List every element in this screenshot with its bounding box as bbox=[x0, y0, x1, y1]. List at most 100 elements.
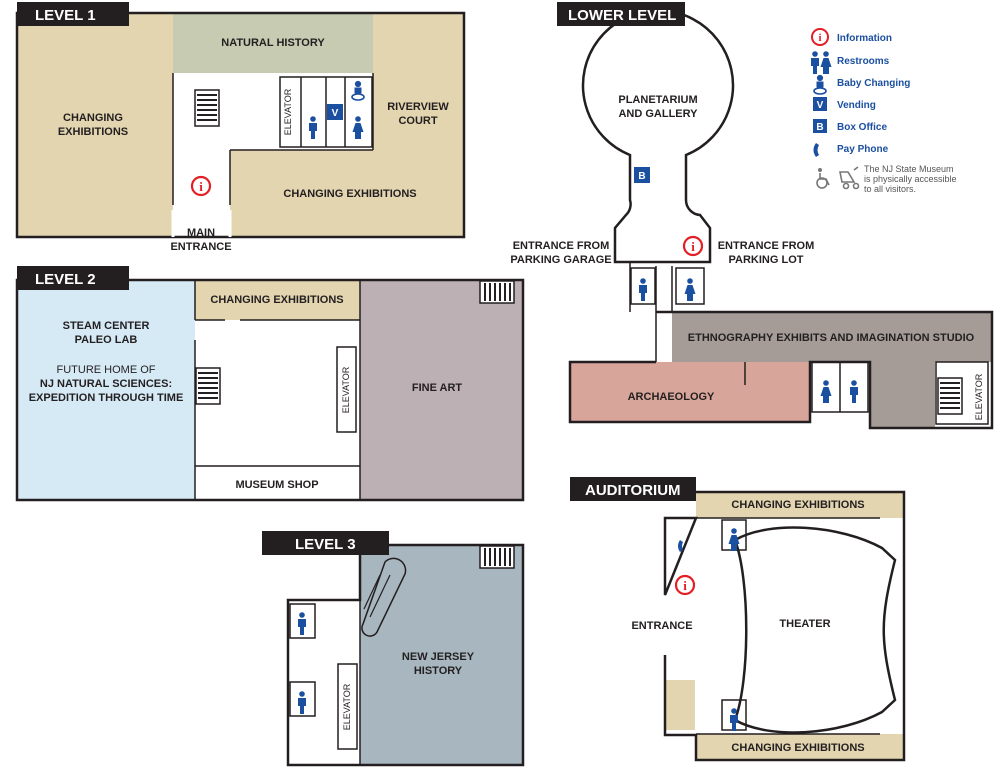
changing-exhibitions-left-label: CHANGING bbox=[63, 112, 123, 124]
level1-hall bbox=[173, 73, 373, 237]
legend-restrooms-label: Restrooms bbox=[837, 56, 890, 67]
parking-lot-entrance-label-2[interactable]: PARKING LOT bbox=[729, 254, 804, 266]
archaeology-label: ARCHAEOLOGY bbox=[628, 391, 715, 403]
ethnography-label: ETHNOGRAPHY EXHIBITS AND IMAGINATION STU… bbox=[688, 332, 975, 344]
parking-garage-entrance-label[interactable]: ENTRANCE FROM bbox=[513, 240, 610, 252]
legend-pay-phone-label: Pay Phone bbox=[837, 144, 889, 155]
natural-history-room[interactable] bbox=[173, 13, 373, 73]
auditorium-header-text: AUDITORIUM bbox=[585, 482, 681, 499]
legend-accessible-line-3: to all visitors. bbox=[864, 184, 916, 194]
auditorium-information-icon[interactable] bbox=[674, 574, 696, 596]
level2-stairs-top-icon bbox=[479, 280, 515, 304]
level-2: ELEVATOR STEAM CENTER PALEO LAB FUTURE H… bbox=[15, 266, 525, 502]
future-home-label: FUTURE HOME OF bbox=[57, 364, 156, 376]
legend-accessible-line-2: is physically accessible bbox=[864, 174, 957, 184]
lower-level: ELEVATOR B i PLANETARIUM AND GALLERY ENT… bbox=[510, 2, 994, 430]
legend-restroom-women-icon bbox=[820, 51, 832, 74]
lower-level-header bbox=[557, 2, 685, 26]
steam-center-room[interactable] bbox=[17, 280, 195, 500]
main-entrance-label-2[interactable]: ENTRANCE bbox=[170, 241, 231, 253]
legend: i Information Restrooms Baby Changing V … bbox=[811, 28, 957, 194]
level2-header-text: LEVEL 2 bbox=[35, 271, 96, 288]
legend-baby-changing-label: Baby Changing bbox=[837, 78, 910, 89]
museum-shop-label: MUSEUM SHOP bbox=[235, 479, 318, 491]
lower-info-letter: i bbox=[691, 239, 695, 254]
legend-accessible-icon bbox=[816, 166, 860, 190]
level2-changing-room[interactable] bbox=[195, 280, 360, 320]
paleo-lab-label: PALEO LAB bbox=[75, 334, 138, 346]
lower-information-icon[interactable] bbox=[682, 235, 704, 257]
legend-box-office-icon bbox=[813, 119, 827, 133]
level2-stairs-icon bbox=[195, 367, 221, 405]
archaeology-room[interactable] bbox=[570, 362, 810, 422]
level1-elevator-label: ELEVATOR bbox=[283, 88, 293, 135]
level3-stairs-icon bbox=[479, 545, 515, 569]
nj-history-label-2: HISTORY bbox=[414, 665, 463, 677]
planetarium-room[interactable] bbox=[581, 9, 735, 264]
legend-restroom-men-icon bbox=[811, 51, 819, 74]
steam-center-label: STEAM CENTER bbox=[63, 320, 150, 332]
parking-garage-entrance-label-2[interactable]: PARKING GARAGE bbox=[510, 254, 611, 266]
planetarium-label: PLANETARIUM bbox=[618, 94, 697, 106]
lower-elevator-label: ELEVATOR bbox=[974, 373, 984, 420]
auditorium-changing-bottom-label: CHANGING EXHIBITIONS bbox=[731, 742, 864, 754]
legend-vending-label: Vending bbox=[837, 100, 876, 111]
auditorium-entrance-label[interactable]: ENTRANCE bbox=[631, 620, 692, 632]
legend-box-office-letter: B bbox=[816, 122, 823, 133]
pay-phone-icon bbox=[678, 540, 683, 552]
lower-stairs-icon bbox=[937, 377, 963, 415]
lower-level-header-text: LOWER LEVEL bbox=[568, 7, 676, 24]
level2-header bbox=[17, 266, 129, 290]
legend-pay-phone-icon bbox=[813, 143, 819, 157]
level-3: ELEVATOR NEW JERSEY HISTORY LEVEL 3 bbox=[262, 531, 525, 767]
fine-art-label: FINE ART bbox=[412, 382, 463, 394]
level3-header-text: LEVEL 3 bbox=[295, 536, 356, 553]
legend-accessible-line-1: The NJ State Museum bbox=[864, 164, 954, 174]
theater-room[interactable] bbox=[733, 526, 897, 734]
box-office-icon bbox=[634, 167, 650, 183]
auditorium-info-letter: i bbox=[683, 578, 687, 593]
information-icon[interactable] bbox=[190, 175, 212, 197]
parking-lot-entrance-label[interactable]: ENTRANCE FROM bbox=[718, 240, 815, 252]
riverview-court-label-2: COURT bbox=[398, 115, 437, 127]
nj-natural-sciences-label: NJ NATURAL SCIENCES: bbox=[40, 378, 172, 390]
auditorium: i CHANGING EXHIBITIONS CHANGING EXHIBITI… bbox=[570, 477, 906, 762]
legend-vending-letter: V bbox=[817, 100, 824, 111]
nj-history-label: NEW JERSEY bbox=[402, 651, 475, 663]
info-letter: i bbox=[199, 179, 203, 194]
lower-restroom-women2-icon bbox=[820, 380, 832, 403]
legend-info-icon bbox=[811, 28, 829, 46]
changing-exhibitions-bottom-label: CHANGING EXHIBITIONS bbox=[283, 188, 416, 200]
legend-baby-changing-icon bbox=[813, 74, 827, 95]
vending-icon bbox=[327, 104, 343, 120]
level1-header bbox=[17, 2, 129, 26]
lower-restroom-women-icon bbox=[684, 278, 696, 301]
vending-letter: V bbox=[332, 108, 339, 119]
lower-restroom-men2-icon bbox=[850, 380, 858, 403]
auditorium-changing-top-room[interactable] bbox=[696, 492, 904, 518]
level1-header-text: LEVEL 1 bbox=[35, 7, 96, 24]
auditorium-changing-bottom-room[interactable] bbox=[696, 734, 904, 760]
ethnography-room[interactable] bbox=[672, 312, 992, 362]
level2-changing-label: CHANGING EXHIBITIONS bbox=[210, 294, 343, 306]
auditorium-header bbox=[570, 477, 696, 501]
theater-label: THEATER bbox=[779, 618, 830, 630]
legend-vending-icon bbox=[813, 97, 827, 111]
legend-information-label: Information bbox=[837, 33, 892, 44]
ramp bbox=[361, 557, 407, 637]
level1-stairs-icon bbox=[194, 89, 220, 127]
fine-art-room[interactable] bbox=[360, 280, 523, 500]
expedition-label: EXPEDITION THROUGH TIME bbox=[29, 392, 184, 404]
main-entrance-label[interactable]: MAIN bbox=[187, 227, 215, 239]
changing-exhibitions-left-label-2: EXHIBITIONS bbox=[58, 126, 128, 138]
level3-header bbox=[262, 531, 389, 555]
legend-box-office-label: Box Office bbox=[837, 122, 887, 133]
auditorium-changing-top-label: CHANGING EXHIBITIONS bbox=[731, 499, 864, 511]
level3-elevator-label: ELEVATOR bbox=[342, 683, 352, 730]
natural-history-label: NATURAL HISTORY bbox=[221, 37, 325, 49]
planetarium-label-2: AND GALLERY bbox=[618, 108, 698, 120]
riverview-court-label: RIVERVIEW bbox=[387, 101, 449, 113]
level-1: ELEVATOR V i CHANGING EXHIBITIONS NATURA… bbox=[15, 2, 466, 253]
box-office-letter: B bbox=[638, 171, 645, 182]
